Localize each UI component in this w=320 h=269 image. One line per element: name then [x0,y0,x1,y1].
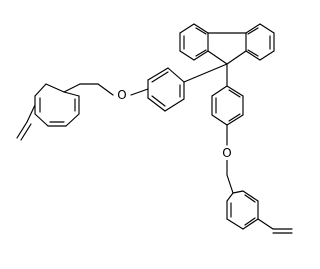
lower-ether-linkage [226,124,234,194]
upper-ether-linkage [97,83,149,96]
oxygen-atom-upper: O [116,88,128,102]
lower-vinyl-group [257,218,293,234]
oxygen-label-upper: O [117,88,126,102]
fluorene-left-ring [179,23,209,61]
upper-phenyl-ring [147,67,185,112]
fluorene-core [179,23,275,65]
quaternary-carbon-bonds [183,63,228,87]
upper-vinylbenzyl-ring [34,83,99,127]
oxygen-atom-lower: O [221,146,233,160]
lower-vinylbenzyl-ring [226,190,259,230]
lower-phenyl-ring [211,85,244,126]
upper-vinyl-group [16,104,36,141]
oxygen-label-lower: O [222,146,231,160]
fluorene-five-ring [207,32,247,65]
fluorene-right-ring [245,23,275,61]
